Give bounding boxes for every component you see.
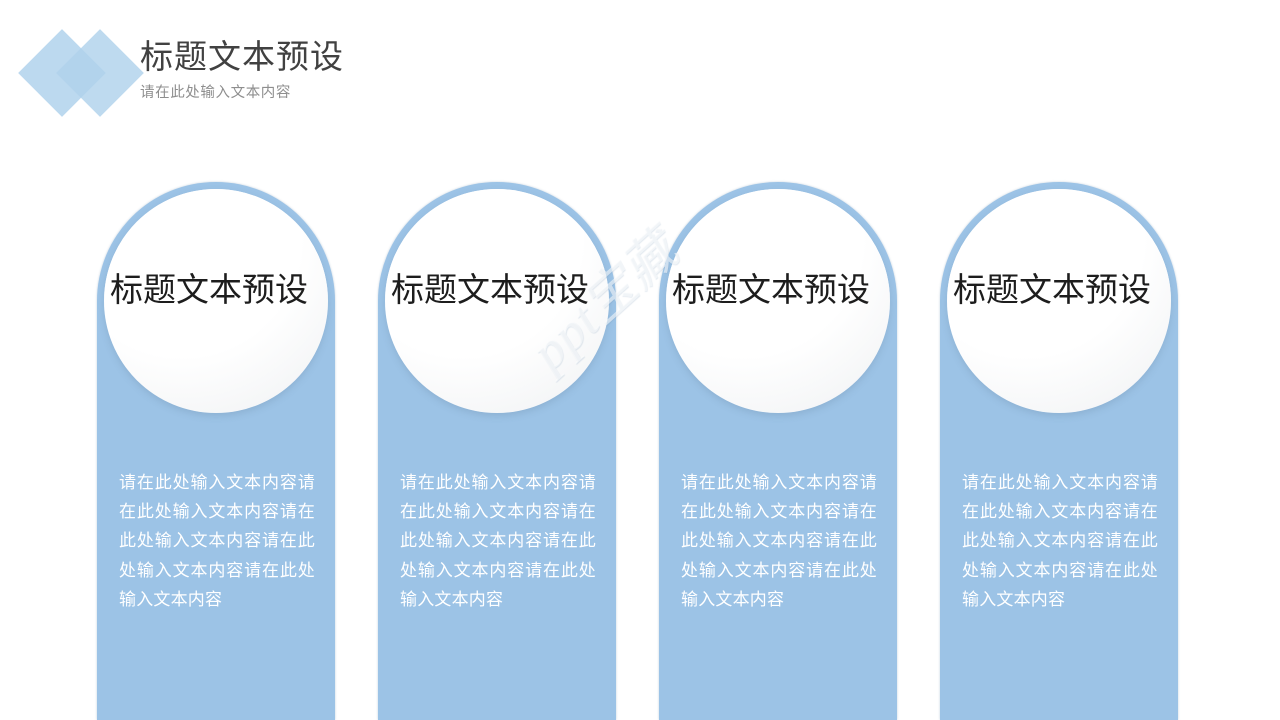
page-subtitle: 请在此处输入文本内容 [140,85,291,101]
card-body-text: 请在此处输入文本内容请在此处输入文本内容请在此处输入文本内容请在此处输入文本内容… [119,473,315,609]
header-text-block: 标题文本预设 请在此处输入文本内容 [140,36,740,103]
content-card[interactable]: 标题文本预设 请在此处输入文本内容请在此处输入文本内容请在此处输入文本内容请在此… [378,182,616,720]
card-circle-badge [666,189,890,413]
card-title: 标题文本预设 [391,271,589,308]
content-card[interactable]: 标题文本预设 请在此处输入文本内容请在此处输入文本内容请在此处输入文本内容请在此… [659,182,897,720]
card-body-text: 请在此处输入文本内容请在此处输入文本内容请在此处输入文本内容请在此处输入文本内容… [400,473,596,609]
slide-header: 标题文本预设 请在此处输入文本内容 [0,0,1280,140]
card-title: 标题文本预设 [672,271,870,308]
card-circle-badge [947,189,1171,413]
card-title: 标题文本预设 [110,271,308,308]
content-card[interactable]: 标题文本预设 请在此处输入文本内容请在此处输入文本内容请在此处输入文本内容请在此… [940,182,1178,720]
card-title: 标题文本预设 [953,271,1151,308]
card-body-text: 请在此处输入文本内容请在此处输入文本内容请在此处输入文本内容请在此处输入文本内容… [681,473,877,609]
card-circle-badge [385,189,609,413]
content-card[interactable]: 标题文本预设 请在此处输入文本内容请在此处输入文本内容请在此处输入文本内容请在此… [97,182,335,720]
page-title: 标题文本预设 [140,38,344,75]
card-circle-badge [104,189,328,413]
card-body-text: 请在此处输入文本内容请在此处输入文本内容请在此处输入文本内容请在此处输入文本内容… [962,473,1158,609]
